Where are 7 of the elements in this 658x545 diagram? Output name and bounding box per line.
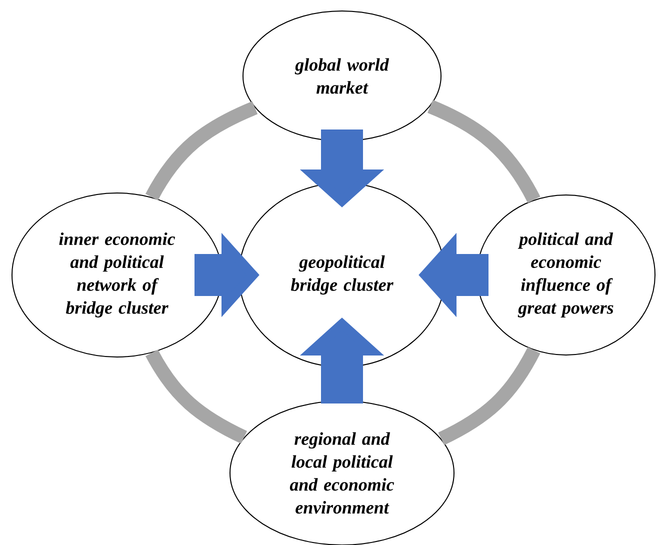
ring-segment (427, 100, 540, 204)
ellipse-node: political and economic influence of great powers (476, 194, 656, 356)
ring-segment (438, 346, 540, 446)
ellipse-node: inner economic and political network of bridge cluster (12, 192, 222, 358)
ellipse-node: global world market (242, 10, 442, 142)
ring-segment (146, 101, 258, 200)
ring-segment (146, 350, 248, 444)
